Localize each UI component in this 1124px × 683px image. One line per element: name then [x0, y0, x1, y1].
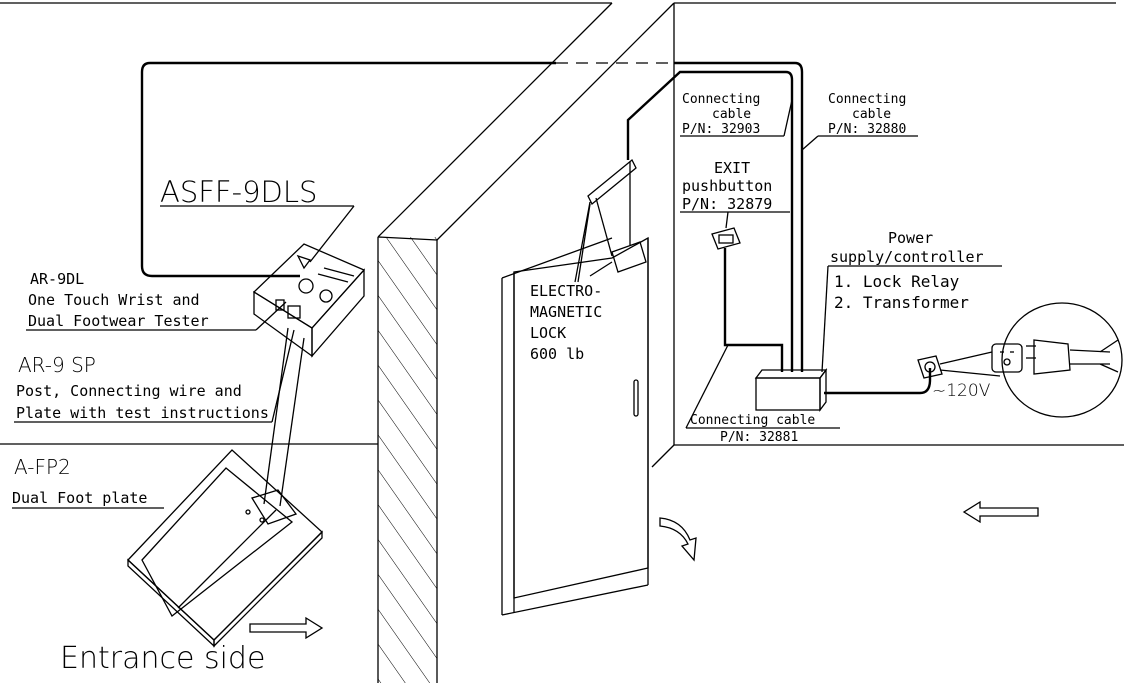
label-cable1-2: cable	[712, 107, 751, 122]
leader-lines	[12, 99, 1002, 509]
label-exit-2: pushbutton	[682, 177, 772, 195]
label-exit-3: P/N: 32879	[682, 195, 772, 213]
label-ar9sp-desc1: Post, Connecting wire and	[16, 382, 242, 400]
label-power-2: supply/controller	[830, 248, 984, 266]
label-afp2-model: A-FP2	[14, 455, 71, 479]
label-ar9dl-model: AR-9DL	[30, 270, 84, 288]
magnetic-lock	[574, 158, 647, 283]
tester-post	[263, 327, 305, 507]
cables	[140, 61, 932, 395]
label-cable3-2: P/N: 32881	[720, 430, 798, 445]
label-cable1-1: Connecting	[682, 92, 760, 107]
label-cable1-3: P/N: 32903	[682, 122, 760, 137]
label-ar9sp-desc2: Plate with test instructions	[16, 404, 269, 422]
plug-detail	[991, 302, 1123, 418]
label-ar9dl-desc2: Dual Footwear Tester	[28, 312, 209, 330]
foot-plate	[127, 449, 323, 648]
label-voltage: ~120V	[932, 381, 991, 401]
label-afp2-desc: Dual Foot plate	[12, 489, 147, 507]
label-power-3: 1. Lock Relay	[834, 272, 960, 291]
label-ar9sp-model: AR-9 SP	[18, 353, 96, 377]
label-power-4: 2. Transformer	[834, 293, 969, 312]
label-asff: ASFF-9DLS	[160, 175, 317, 209]
tester-unit	[252, 243, 366, 358]
label-cable2-1: Connecting	[828, 92, 906, 107]
exit-pushbutton	[711, 227, 741, 250]
label-cable3-1: Connecting cable	[690, 413, 815, 428]
label-lock-3: LOCK	[530, 324, 566, 342]
label-power-1: Power	[888, 229, 933, 247]
label-ar9dl-desc1: One Touch Wrist and	[28, 291, 200, 309]
label-cable2-2: cable	[852, 107, 891, 122]
wall-outlet	[917, 351, 1001, 379]
direction-arrows	[249, 500, 1039, 640]
door	[501, 236, 649, 616]
label-entrance-side: Entrance side	[60, 641, 265, 676]
label-exit-1: EXIT	[714, 159, 750, 177]
labels: ASFF-9DLS AR-9DL One Touch Wrist and Dua…	[12, 92, 991, 676]
wall-section	[377, 237, 438, 683]
label-lock-2: MAGNETIC	[530, 303, 602, 321]
label-lock-4: 600 lb	[530, 345, 584, 363]
label-cable2-3: P/N: 32880	[828, 122, 906, 137]
power-supply-box	[754, 368, 828, 412]
label-lock-1: ELECTRO-	[530, 282, 602, 300]
